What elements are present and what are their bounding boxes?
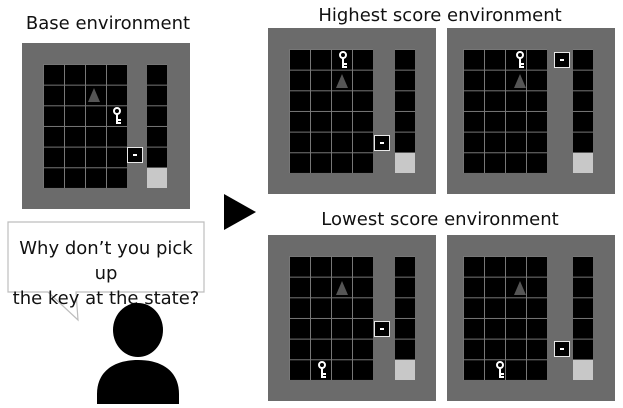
agent-triangle-icon [336, 281, 348, 295]
maze-grid [289, 49, 373, 173]
key-icon [339, 51, 347, 68]
highest-score-title: Highest score environment [318, 5, 562, 26]
side-column [573, 256, 593, 380]
door-icon [554, 341, 570, 357]
goal-tile [573, 153, 593, 173]
agent-triangle-icon [514, 281, 526, 295]
question-text: Why don’t you pick up the key at the sta… [8, 236, 204, 311]
key-icon [496, 361, 504, 378]
door-icon [127, 147, 143, 163]
highest-environment-2 [447, 28, 615, 194]
person-icon [97, 303, 179, 404]
side-column [147, 64, 167, 188]
goal-tile [395, 360, 415, 380]
door-icon [554, 52, 570, 68]
base-environment [22, 43, 190, 209]
lowest-score-title: Lowest score environment [321, 209, 559, 230]
lowest-environment-1 [268, 235, 436, 401]
key-icon [516, 51, 524, 68]
side-column [395, 49, 415, 173]
agent-triangle-icon [336, 74, 348, 88]
door-icon [374, 321, 390, 337]
goal-tile [147, 168, 167, 188]
question-line-2: the key at the state? [12, 288, 200, 309]
key-icon [113, 107, 121, 124]
maze-grid [463, 49, 547, 173]
goal-tile [395, 153, 415, 173]
agent-triangle-icon [514, 74, 526, 88]
lowest-environment-2 [447, 235, 615, 401]
side-column [573, 49, 593, 173]
maze-grid [289, 256, 373, 380]
side-column [395, 256, 415, 380]
agent-triangle-icon [88, 88, 100, 102]
question-line-1: Why don’t you pick up [19, 238, 193, 284]
arrow-icon [224, 194, 256, 230]
goal-tile [573, 360, 593, 380]
maze-grid [43, 64, 127, 188]
door-icon [374, 135, 390, 151]
maze-grid [463, 256, 547, 380]
key-icon [318, 361, 326, 378]
base-environment-title: Base environment [25, 13, 191, 34]
highest-environment-1 [268, 28, 436, 194]
